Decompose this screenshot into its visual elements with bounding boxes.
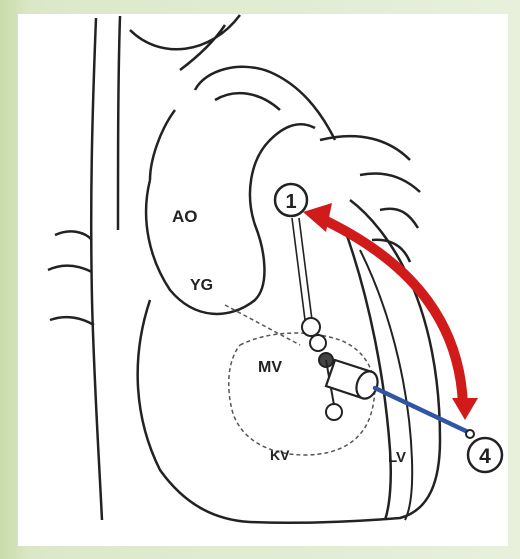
marker-1-label: 1	[285, 191, 296, 213]
side-vessels-left	[48, 231, 94, 325]
aorta-inner	[150, 110, 175, 180]
catheter-tip	[466, 430, 474, 438]
delivery-sheath	[326, 360, 381, 402]
vessel-outline-left	[91, 16, 120, 520]
label-lv: LV	[388, 449, 406, 466]
label-yg: YG	[190, 277, 213, 294]
great-vessels	[195, 67, 335, 140]
label-rv: KV	[270, 447, 290, 463]
label-mv: MV	[258, 359, 282, 376]
aortic-arch	[130, 15, 240, 70]
label-ao: AO	[172, 207, 198, 226]
red-arrow-head-top	[303, 203, 332, 232]
guide-wire	[292, 218, 312, 320]
red-arrow-head-bottom	[452, 398, 478, 420]
marker-4-label: 4	[479, 445, 491, 468]
heart-contour	[138, 200, 440, 523]
